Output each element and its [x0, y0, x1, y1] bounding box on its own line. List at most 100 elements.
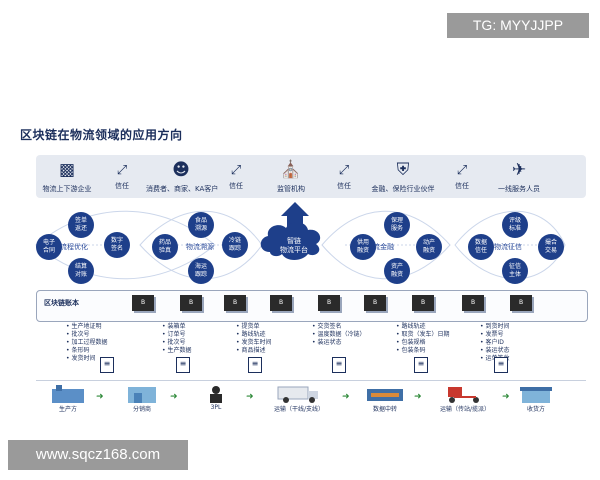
node-text: 冷链跟踪	[228, 237, 241, 252]
truck-icon	[264, 385, 334, 403]
building-icon: ▩	[58, 160, 76, 180]
document-icon: ≡	[176, 357, 190, 373]
actor-label: 金融、保险行业伙伴	[371, 185, 435, 193]
block: B	[224, 295, 246, 311]
node-digital-signature: 数字签名	[104, 232, 130, 258]
block: B	[132, 295, 154, 311]
block: B	[364, 295, 386, 311]
trust-connector: ⤢ 信任	[106, 164, 138, 191]
data-item: • 商品描述	[236, 347, 266, 354]
flow-arrow-icon: ➜	[414, 392, 422, 402]
people-icon: ☻	[172, 160, 190, 180]
courier-icon: ✈	[511, 160, 527, 180]
warehouse-icon	[122, 385, 162, 403]
node-e-contract: 电子合同	[36, 234, 62, 260]
flow-arrow-icon: ➜	[502, 392, 510, 402]
data-item: • 发货车时间	[236, 339, 272, 346]
trust-label: 信任	[337, 182, 351, 190]
data-item: • 温度数据（冷链）	[312, 331, 366, 338]
data-item: • 提货单	[236, 323, 260, 330]
document-icon: ≡	[332, 357, 346, 373]
flow-arrow-icon: ➜	[170, 392, 178, 402]
node-text: 药品验真	[158, 239, 171, 254]
node-movable-finance: 动产融资	[416, 234, 442, 260]
data-item: • 条形码	[66, 347, 90, 354]
node-text: 电子合同	[42, 239, 55, 254]
trust-label: 信任	[115, 182, 129, 190]
node-credit-finance: 供用融资	[350, 234, 376, 260]
trust-connector: ⤢ 信任	[328, 164, 360, 191]
node-sea-freight: 海运跟踪	[188, 258, 214, 284]
node-text: 征信主体	[508, 263, 521, 278]
data-item: • 加工过程数据	[66, 339, 108, 346]
node-text: 数字签名	[110, 237, 123, 252]
block: B	[180, 295, 202, 311]
block: B	[510, 295, 532, 311]
government-icon: ⛪	[280, 160, 302, 180]
data-item: • 批次号	[66, 331, 90, 338]
node-text: 食品溯源	[194, 217, 207, 232]
data-item: • 生产地证明	[66, 323, 102, 330]
node-settlement: 结算对账	[68, 258, 94, 284]
actor-label: 监管机构	[277, 185, 305, 193]
factory-icon	[48, 385, 88, 403]
data-column-transport: • 交货签名 • 温度数据（冷链） • 装运状态	[312, 323, 365, 347]
block: B	[462, 295, 484, 311]
hub-icon	[360, 385, 410, 403]
stage-label: 3PL	[210, 404, 222, 411]
node-data-trust: 数据信任	[468, 234, 494, 260]
flow-arrow-icon: ➜	[246, 392, 254, 402]
trust-label: 信任	[229, 182, 243, 190]
trust-arrows-icon: ⤢	[116, 163, 128, 178]
actor-label: 物流上下游企业	[42, 185, 92, 193]
node-text: 动产融资	[422, 239, 435, 254]
node-food-tracing: 食品溯源	[188, 212, 214, 238]
document-icon: ≡	[414, 357, 428, 373]
data-item: • 装箱单	[162, 323, 186, 330]
actor-logistics-companies: ▩ 物流上下游企业	[32, 160, 102, 194]
data-item: • 到货时间	[480, 323, 510, 330]
trust-arrows-icon: ⤢	[456, 163, 468, 178]
stage-label: 生产方	[58, 406, 77, 413]
node-cold-chain: 冷链跟踪	[222, 232, 248, 258]
node-asset-finance: 资产融资	[384, 258, 410, 284]
stage-producer: 生产方	[48, 385, 88, 413]
trust-connector: ⤢ 信任	[446, 164, 478, 191]
actor-label: 消费者、商家、KA客户	[146, 185, 219, 193]
node-text: 评级标准	[508, 217, 521, 232]
page-title: 区块链在物流领域的应用方向	[20, 128, 183, 142]
document-icon: ≡	[494, 357, 508, 373]
node-rating-standard: 评级标准	[502, 212, 528, 238]
watermark-bottom: www.sqcz168.com	[8, 440, 188, 470]
data-column-distributor: • 装箱单 • 订单号 • 批次号 • 生产数据	[162, 323, 191, 355]
stage-label: 数据中转	[372, 406, 397, 413]
data-column-producer: • 生产地证明 • 批次号 • 加工过程数据 • 条形码 • 发货时间	[66, 323, 107, 363]
data-item: • 包装条码	[396, 347, 426, 354]
block: B	[270, 295, 292, 311]
stage-label: 收货方	[526, 406, 545, 413]
data-item: • 发票号	[480, 331, 504, 338]
data-item: • 包装规格	[396, 339, 426, 346]
platform-label: 智链物流平台	[280, 237, 308, 254]
blockchain-ledger-band	[36, 290, 588, 322]
data-item: • 生产数据	[162, 347, 192, 354]
flow-arrow-icon: ➜	[96, 392, 104, 402]
stage-line	[36, 380, 586, 381]
document-icon: ≡	[248, 357, 262, 373]
node-text: 撮合交易	[544, 239, 557, 254]
trust-label: 信任	[455, 182, 469, 190]
stage-last-mile: 运输（传站/揽派）	[430, 385, 500, 413]
node-text: 资产融资	[390, 263, 403, 278]
actor-consumers: ☻ 消费者、商家、KA客户	[146, 160, 219, 194]
ledger-label: 区块链账本	[44, 299, 79, 307]
actor-label: 一线服务人员	[498, 185, 540, 193]
actor-band	[36, 155, 586, 198]
node-credit-subject: 征信主体	[502, 258, 528, 284]
data-item: • 批次号	[162, 339, 186, 346]
node-text: 供用融资	[356, 239, 369, 254]
data-column-transit: • 路线轨迹 • 取货（发车）日期 • 包装规格 • 包装条码	[396, 323, 449, 355]
store-icon	[516, 385, 556, 403]
shield-icon: ⛨	[396, 160, 410, 180]
cluster-center-label: 流程优化	[60, 243, 88, 251]
cloud-icon	[260, 222, 321, 260]
